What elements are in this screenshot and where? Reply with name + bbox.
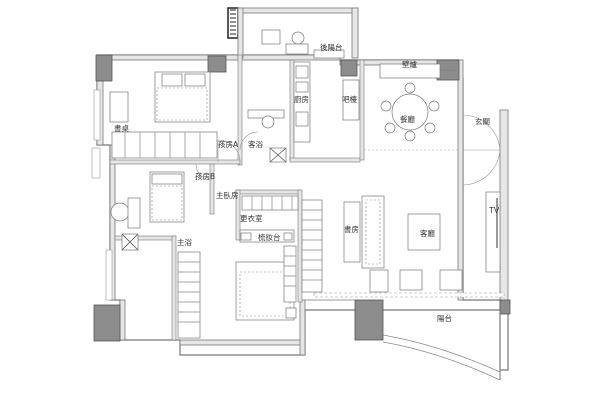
label-dining: 餐廳 bbox=[400, 114, 415, 124]
back-balcony bbox=[227, 7, 359, 59]
master-bath-fixtures bbox=[121, 233, 201, 339]
label-bar: 吧檯 bbox=[342, 94, 357, 104]
interior-walls bbox=[109, 54, 365, 341]
label-vanity: 梳妝台 bbox=[258, 232, 281, 242]
label-wall-cabinet: 壁爐 bbox=[402, 59, 417, 69]
label-back-balcony: 後陽台 bbox=[320, 42, 343, 52]
dining-set bbox=[364, 63, 458, 151]
label-master-bedroom: 主臥房 bbox=[216, 190, 239, 200]
kids-room-b-furniture bbox=[110, 163, 213, 229]
label-kids-room-b: 孩房B bbox=[195, 171, 215, 181]
label-study: 書桌 bbox=[114, 123, 129, 133]
windows bbox=[91, 89, 505, 301]
living-furniture bbox=[301, 191, 501, 293]
label-kitchen: 廚房 bbox=[294, 94, 309, 104]
label-living: 客廳 bbox=[420, 228, 435, 238]
label-tv: TV bbox=[489, 206, 500, 215]
label-reading: 書房 bbox=[344, 224, 359, 234]
label-kids-room-a: 孩房A bbox=[218, 139, 239, 149]
structural-columns bbox=[93, 54, 511, 342]
closet-fixtures bbox=[239, 195, 299, 243]
kids-room-a-furniture bbox=[109, 71, 241, 163]
label-balcony: 陽台 bbox=[437, 313, 452, 323]
label-entrance: 玄關 bbox=[475, 116, 490, 126]
label-closet: 更衣室 bbox=[240, 213, 263, 223]
label-master-bath: 主浴 bbox=[177, 237, 192, 247]
front-balcony bbox=[305, 299, 501, 381]
room-labels: 後陽台 廚房 吧檯 壁爐 餐廳 玄關 書桌 孩房A 客浴 孩房B 主臥房 更衣室… bbox=[114, 42, 500, 323]
master-bed bbox=[235, 245, 297, 321]
guest-bath-fixtures bbox=[239, 109, 287, 163]
kitchen-fixtures bbox=[293, 49, 360, 143]
label-guest-bath: 客浴 bbox=[248, 139, 263, 149]
entrance-door bbox=[462, 114, 501, 186]
